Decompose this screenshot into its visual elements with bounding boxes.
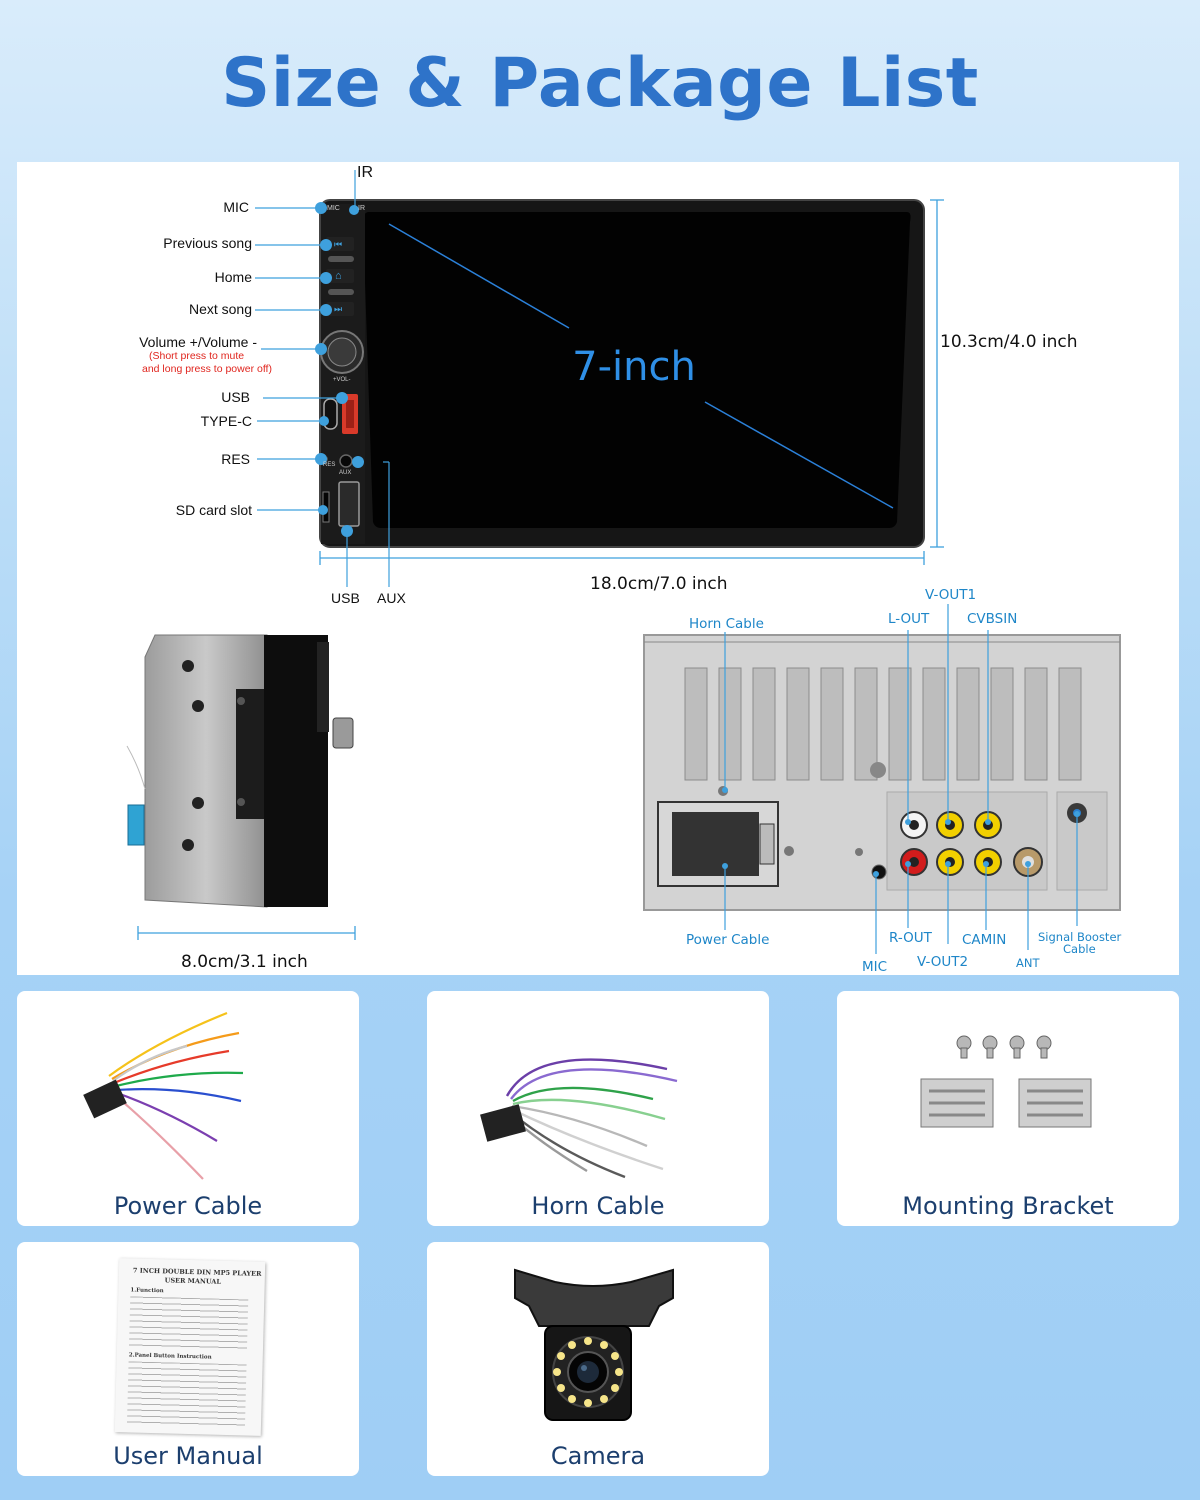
side-view-drawing	[126, 634, 356, 940]
card-user-manual: 7 INCH DOUBLE DIN MP5 PLAYER USER MANUAL…	[17, 1242, 359, 1476]
width-dimension: 18.0cm/7.0 inch	[590, 574, 728, 594]
camera-image	[514, 1268, 674, 1421]
user-manual-image: 7 INCH DOUBLE DIN MP5 PLAYER USER MANUAL…	[114, 1258, 266, 1436]
label-r-out: R-OUT	[889, 930, 932, 946]
manual-lines-2	[126, 1361, 247, 1429]
package-label-user-manual: User Manual	[113, 1442, 263, 1470]
manual-section-1: 1.Function	[130, 1287, 164, 1295]
height-dimension: 10.3cm/4.0 inch	[940, 332, 1078, 352]
label-volume: Volume +/Volume -	[139, 334, 257, 350]
label-next-song: Next song	[188, 301, 252, 317]
manual-title-2: USER MANUAL	[164, 1276, 222, 1286]
package-label-mounting-bracket: Mounting Bracket	[902, 1192, 1114, 1220]
label-home: Home	[214, 269, 252, 285]
power-cable-image	[83, 1011, 244, 1180]
volume-note-line-1: (Short press to mute	[149, 350, 245, 362]
next-icon: ⏭	[334, 304, 343, 314]
package-label-horn-cable: Horn Cable	[531, 1192, 665, 1220]
manual-section-2: 2.Panel Button Instruction	[128, 1352, 212, 1361]
label-camin: CAMIN	[962, 932, 1007, 948]
res-button-text: RES	[323, 462, 336, 468]
mounting-bracket-image	[920, 1035, 1092, 1128]
volume-note-line-2: and long press to power off)	[142, 363, 272, 375]
label-back-mic: MIC	[862, 959, 888, 975]
label-signal-booster-2: Cable	[1063, 942, 1096, 956]
front-view-drawing	[255, 170, 944, 587]
label-signal-booster-1: Signal Booster	[1038, 930, 1122, 944]
label-v-out2: V-OUT2	[917, 954, 969, 970]
label-bottom-usb: USB	[331, 590, 360, 606]
label-horn-cable: Horn Cable	[689, 616, 764, 632]
horn-cable-image	[480, 1058, 678, 1179]
label-res: RES	[221, 451, 250, 467]
diagram-panel: 7-inch IR MIC IR +VOL- RES AUX ⏮ ⌂ ⏭ MIC…	[17, 162, 1179, 975]
label-mic: MIC	[223, 199, 249, 215]
package-label-camera: Camera	[550, 1442, 646, 1470]
label-v-out1: V-OUT1	[925, 587, 977, 603]
card-camera: Camera	[427, 1242, 769, 1476]
card-mounting-bracket: Mounting Bracket	[837, 991, 1179, 1226]
label-ant: ANT	[1016, 956, 1040, 970]
page-title: Size & Package List	[221, 44, 979, 123]
label-type-c: TYPE-C	[200, 413, 252, 429]
label-usb: USB	[221, 389, 250, 405]
manual-lines-1	[128, 1296, 249, 1352]
previous-icon: ⏮	[334, 239, 343, 249]
back-view-drawing	[643, 604, 1121, 954]
card-power-cable: Power Cable	[17, 991, 359, 1226]
depth-dimension: 8.0cm/3.1 inch	[181, 952, 308, 972]
home-icon: ⌂	[335, 270, 342, 282]
label-power-cable: Power Cable	[686, 932, 770, 948]
mic-button-text: MIC	[327, 205, 340, 212]
manual-title-1: 7 INCH DOUBLE DIN MP5 PLAYER	[132, 1266, 262, 1278]
label-sd-card-slot: SD card slot	[175, 502, 252, 518]
ir-button-text: IR	[358, 205, 365, 212]
label-cvbsin: CVBSIN	[967, 611, 1018, 627]
package-label-power-cable: Power Cable	[113, 1192, 263, 1220]
label-l-out: L-OUT	[888, 611, 930, 627]
ir-label: IR	[357, 164, 373, 181]
label-bottom-aux: AUX	[377, 590, 406, 606]
vol-button-text: +VOL-	[333, 377, 351, 383]
label-previous-song: Previous song	[163, 235, 252, 251]
aux-button-text: AUX	[339, 470, 352, 476]
card-horn-cable: Horn Cable	[427, 991, 769, 1226]
